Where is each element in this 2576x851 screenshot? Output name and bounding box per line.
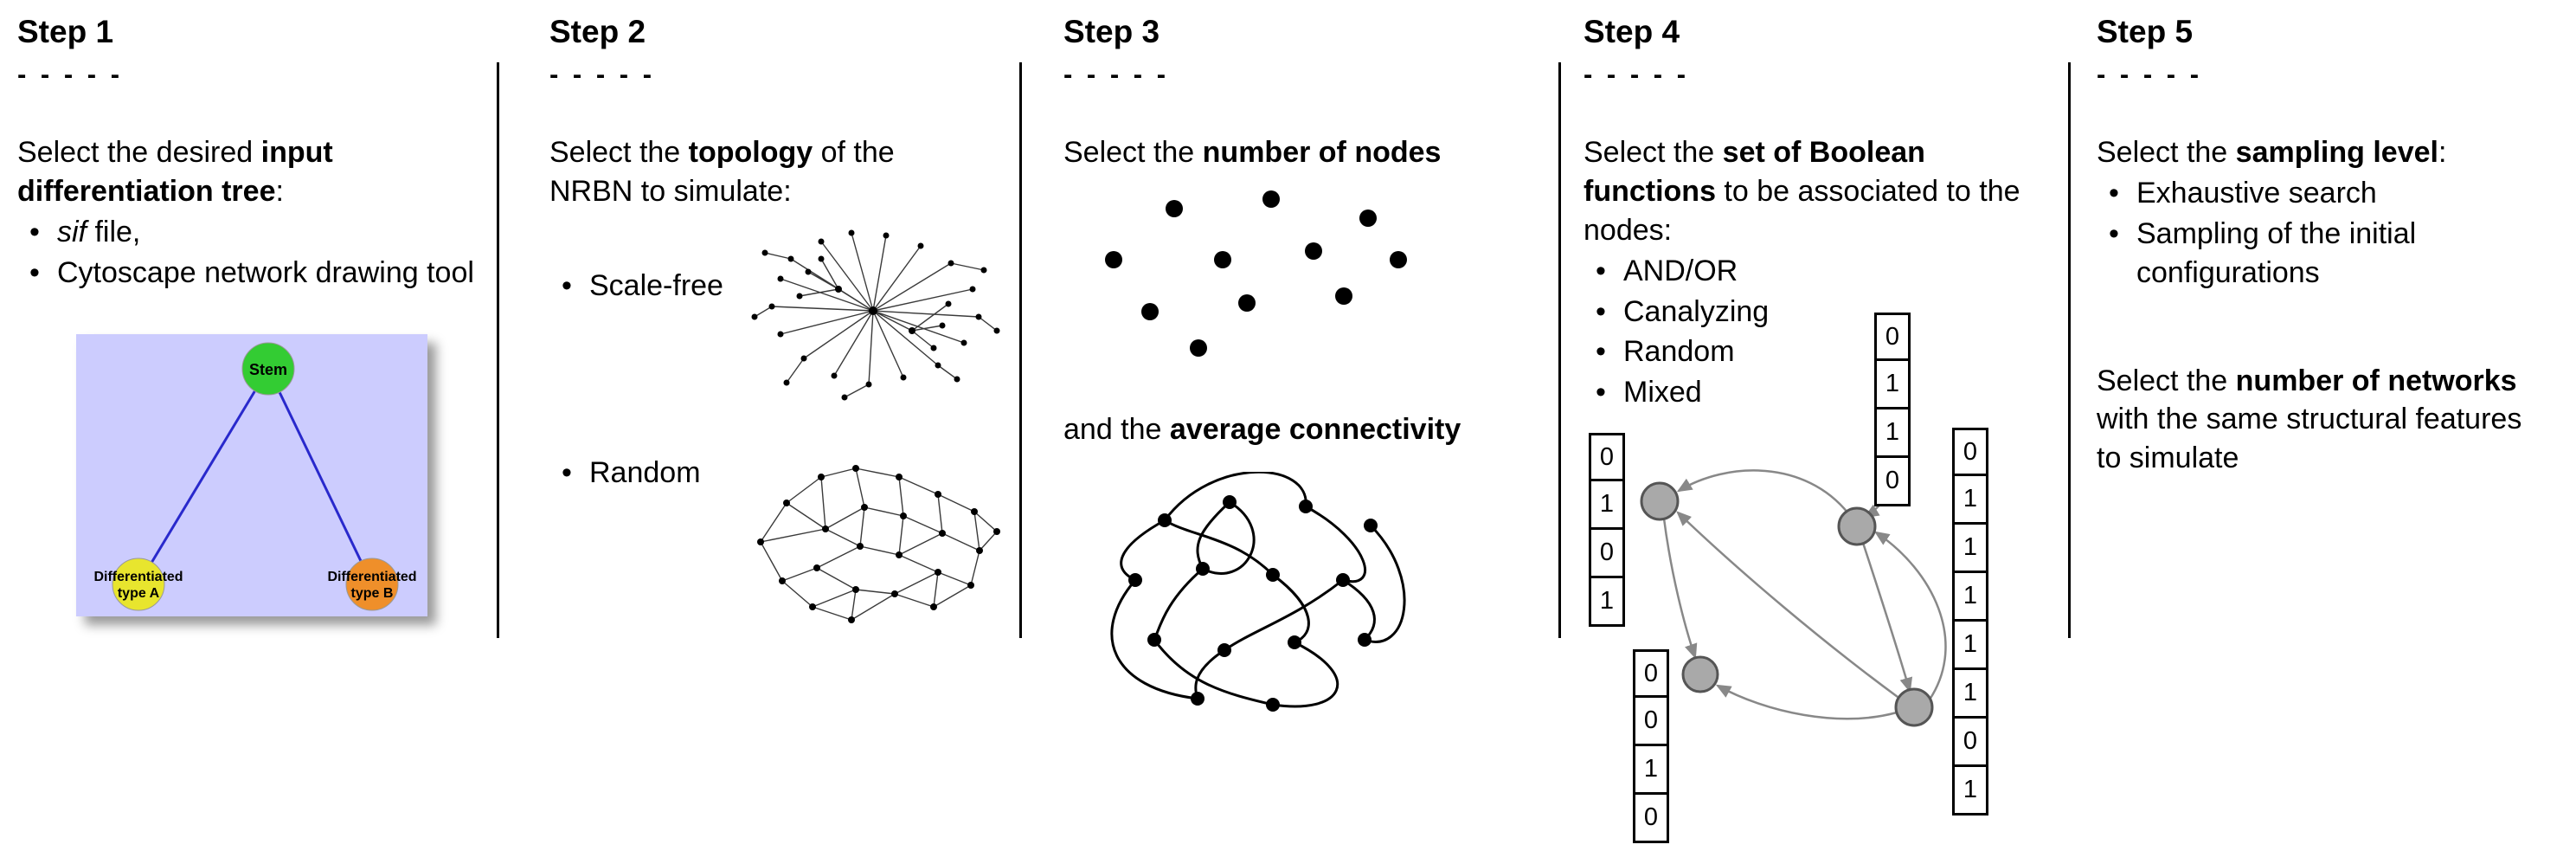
differentiation-tree-graphic: Stem Differentiated type A Differentiate… [93,342,417,610]
column-divider [2068,62,2071,638]
random-network-graphic [757,464,1000,623]
step2-title: Step 2 [549,14,646,49]
step5-dashes: - - - - - [2097,59,2203,89]
network-nodes [757,464,1000,623]
type-a-label-line1: Differentiated [93,570,183,584]
step2-bullet-random: • Random [549,454,736,493]
boolean-network-edges [1662,469,1947,720]
bullet-marker: • [1596,335,1606,369]
step3-line1: Select the number of nodes [1063,136,1442,169]
step3-title: Step 3 [1063,14,1160,49]
bullet-marker: • [1596,294,1606,328]
step1-dashes: - - - - - [17,59,124,89]
truth-table-cell: 1 [1952,622,1988,671]
truth-table-cell: 1 [1874,409,1911,459]
tangle-nodes [1128,494,1378,712]
truth-table-cell: 1 [1952,767,1988,816]
bullet-marker: • [1596,376,1606,409]
type-a-node [112,558,165,610]
scale-free-network-graphic [751,229,1000,401]
step4-dashes: - - - - - [1584,59,1690,89]
step5-title: Step 5 [2097,14,2194,49]
nodes-dots-graphic [1105,190,1407,357]
step4-title: Step 4 [1584,14,1680,49]
column-divider [497,62,499,638]
truth-table-cell: 0 [1633,649,1669,699]
step5-intro: Select the sampling level: [2097,136,2447,169]
scale-free-option: • Scale-free [549,229,1019,406]
truth-table-cell: 0 [1633,698,1669,747]
boolean-network-svg [1640,469,1947,727]
type-a-label-line2: type A [118,586,160,601]
connectivity-tangle-graphic [1110,471,1406,712]
truth-table-cell: 1 [1952,670,1988,719]
step4-intro: Select the set of Boolean functions to b… [1584,136,2020,247]
truth-table-cell: 1 [1874,361,1911,410]
step1-intro: Select the desired input differentiation… [17,136,333,208]
type-b-label-line2: type B [351,586,394,601]
truth-table-cell: 0 [1874,458,1911,507]
truth-table-cell: 1 [1952,476,1988,525]
step4-bullet-andor: • AND/OR [1584,252,2068,291]
truth-table-cell: 1 [1589,481,1625,531]
network-nodes [751,229,1000,401]
step2-column: Step 2 - - - - - Select the topology of … [499,0,1019,637]
boolean-network-nodes [1640,481,1934,727]
step4-column: Step 4 - - - - - Select the set of Boole… [1561,0,2068,851]
truth-table-cell: 0 [1952,428,1988,477]
truth-table-cell: 0 [1589,433,1625,482]
column-divider [1558,62,1561,638]
truth-table-cell: 0 [1633,795,1669,844]
step5-column: Step 5 - - - - - Select the sampling lev… [2071,0,2576,478]
step4-bullet-canalyzing: • Canalyzing [1584,293,2068,332]
step3-dashes: - - - - - [1063,59,1170,89]
step2-intro: Select the topology of the NRBN to simul… [549,136,895,208]
bullet-marker: • [29,215,40,248]
bullet-marker: • [562,268,572,302]
column-divider [1019,62,1022,638]
bullet-marker: • [562,455,572,489]
step1-bullet-sif: • sif file, [17,213,497,252]
step5-second-paragraph: Select the number of networks with the s… [2097,364,2522,475]
step4-bullet-mixed: • Mixed [1584,373,2068,412]
truth-table-cell: 1 [1633,746,1669,796]
tree-labels: Stem Differentiated type A Differentiate… [93,361,416,601]
stem-node [241,342,295,395]
truth-table-cell: 1 [1952,573,1988,622]
step3-column: Step 3 - - - - - Select the number of no… [1022,0,1558,714]
type-b-node [345,558,399,610]
step3-line2: and the average connectivity [1063,412,1461,446]
stem-node-label: Stem [249,361,287,378]
bullet-marker: • [2109,216,2119,250]
truth-table-cell: 0 [1589,530,1625,579]
tree-edges [137,367,374,585]
tangle-edges [1110,471,1406,708]
bullet-marker: • [1596,254,1606,287]
type-b-label-line1: Differentiated [327,570,416,584]
random-option: • Random [549,454,1019,637]
tree-nodes [112,342,399,610]
step5-bullet-sampling: • Sampling of the initial configurations [2097,215,2512,293]
truth-table-cell: 0 [1952,719,1988,768]
truth-table-cell: 1 [1952,525,1988,574]
node-dots [1105,190,1407,357]
differentiation-tree-image: Stem Differentiated type A Differentiate… [76,333,427,616]
step2-dashes: - - - - - [549,59,656,89]
truth-table-cell: 0 [1874,313,1911,362]
step1-column: Step 1 - - - - - Select the desired inpu… [0,0,497,616]
step1-title: Step 1 [17,14,114,49]
step2-bullet-scalefree: • Scale-free [549,267,736,306]
step4-bullet-random: • Random [1584,332,2068,371]
bullet-marker: • [2109,176,2119,210]
truth-table-cell: 1 [1589,578,1625,628]
bullet-marker: • [29,255,40,289]
step1-bullet-cytoscape: • Cytoscape network drawing tool [17,254,497,293]
step5-bullet-exhaustive: • Exhaustive search [2097,174,2576,213]
